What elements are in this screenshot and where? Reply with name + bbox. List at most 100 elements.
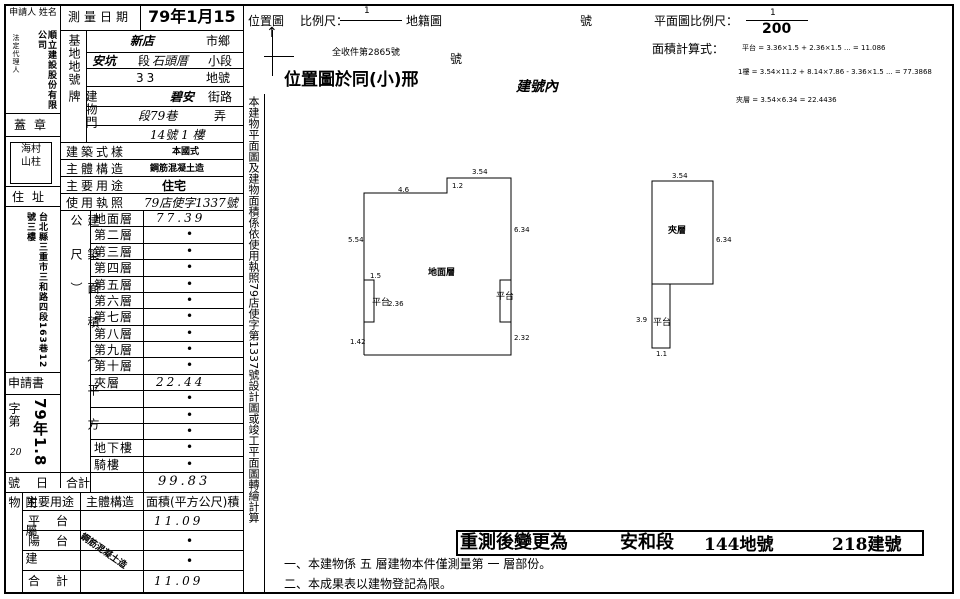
grid-line [86,52,243,53]
plan-scale-label: 平面圖比例尺： [654,14,739,28]
annex-header-area: 面積(平方公尺)積 [146,495,240,509]
site-label: 基地地號 [67,34,81,86]
site-subsection-suffix: 小段 [208,54,233,68]
annex-use-0: 平台 [28,514,85,528]
area-group-label: 建築面積（平方公尺） [69,214,100,452]
area-row-floor: 第四層 [94,261,134,276]
left-terrace-outline [364,279,375,323]
applicant-company: 順立建設股份有限公司 [36,30,56,110]
area-row-value: • [186,260,197,275]
grid-line [60,210,243,211]
grid-line [4,113,60,114]
grid-line [90,308,243,310]
right-terrace-label: 平台 [496,292,515,302]
site-subsection: 石頭厝 [152,54,189,68]
door-lane: 段79巷 [138,109,178,123]
grid-line [4,186,60,187]
center-column-text: 本建物平面圖及建物面積係依使用執照79店使字第1337號設計圖或竣工平面圖轉繪計… [247,96,260,523]
dim-label: 4.6 [398,186,410,194]
footer-note-1: 一、本建物係 五 層建物本件僅測量第 一 層部份。 [284,557,552,571]
grid-line [86,86,243,87]
grid-line [90,455,243,457]
structure-label: 主體構造 [66,162,127,176]
grid-line [22,550,243,551]
grid-line [90,422,243,424]
resurvey-stamp [456,530,924,556]
grid-line [4,394,60,395]
calc-line-1: 1樓 = 3.54×11.2 + 8.14×7.86 - 3.36×1.5 ..… [738,68,932,76]
grid-line [60,159,243,160]
grid-line [140,4,141,30]
appl-date: 79年1.8 [31,398,49,467]
dim-label: 1.2 [452,182,464,190]
site-lot-suffix: 地號 [206,71,231,85]
scale-value: 1 [364,6,370,16]
location-map-label: 位置圖 [248,14,285,28]
area-row-value: • [186,391,197,406]
resurvey-stamp-section: 安和段 [620,532,674,553]
site-city: 新店 [130,34,155,48]
area-row-value: • [186,325,197,340]
ground-floor-outline [363,177,512,356]
dim-label: 3.9 [636,316,648,324]
north-arrow-icon: ↑ [266,25,278,41]
area-row-value: • [186,358,197,373]
plan-scale-num: 1 [770,8,776,18]
site-section: 安坑 [92,54,117,68]
right-terrace-outline [499,279,511,323]
area-total-value: 99.83 [158,474,211,489]
dim-label: 3.54 [672,172,688,180]
use-value: 住宅 [162,179,187,193]
grid-line [90,291,243,293]
door-street-suffix: 街路 [208,90,233,104]
grid-line [90,275,243,277]
grid-line [4,206,60,207]
grid-line [60,176,243,177]
case-number: 全收件第2865號 [332,48,400,58]
grid-line [86,106,243,107]
dim-label: 2.36 [388,300,404,308]
grid-line [4,372,60,373]
dim-label: 1.42 [350,338,366,346]
use-label: 主要用途 [66,179,127,193]
grid-line [90,439,243,441]
location-same-note: 位置圖於同(小)邢 [284,70,419,90]
area-row-floor: 第十層 [94,359,134,374]
grid-line [243,4,244,594]
area-row-value: 22.44 [156,374,206,389]
area-row-value: • [186,456,197,471]
annex-value-1: • [186,534,194,548]
site-section-suffix: 段 [138,54,151,68]
annex-total-label: 合計 [28,574,85,588]
grid-line [264,94,265,594]
survey-date-label: 測量日期 [68,10,133,24]
area-row-floor: 第七層 [94,310,134,325]
mezz-terrace-label: 平台 [653,318,672,328]
area-row-floor: 第三層 [94,244,134,259]
grid-line [90,390,243,392]
seal-stamp-icon: 海村山柱 [10,142,52,184]
grid-line [90,210,91,492]
dim-label: 2.32 [514,334,530,342]
area-row-floor: 地面層 [94,212,134,226]
appl-no: 20 [10,448,22,458]
permit-label: 使用執照 [66,196,127,210]
mezzanine-terrace-outline [651,284,671,349]
appl-book-label: 申請書 [8,376,45,390]
grid-line [60,193,243,194]
grid-line [90,341,243,342]
area-row-value: 77.39 [156,211,206,225]
dim-label: 6.34 [716,236,732,244]
dim-label: 1.5 [370,272,382,280]
building-no-note: 建號內 [516,79,558,95]
site-city-suffix: 市鄉 [206,34,231,48]
mezzanine-outline [651,180,714,285]
grid-line [60,30,243,31]
dim-label: 6.34 [514,226,530,234]
area-row-floor: 第五層 [94,277,134,292]
grid-line [90,324,243,326]
grid-line [60,142,243,143]
annex-value-0: 11.09 [154,514,204,528]
area-row-value: • [186,440,197,455]
annex-header-structure: 主體構造 [86,495,135,509]
